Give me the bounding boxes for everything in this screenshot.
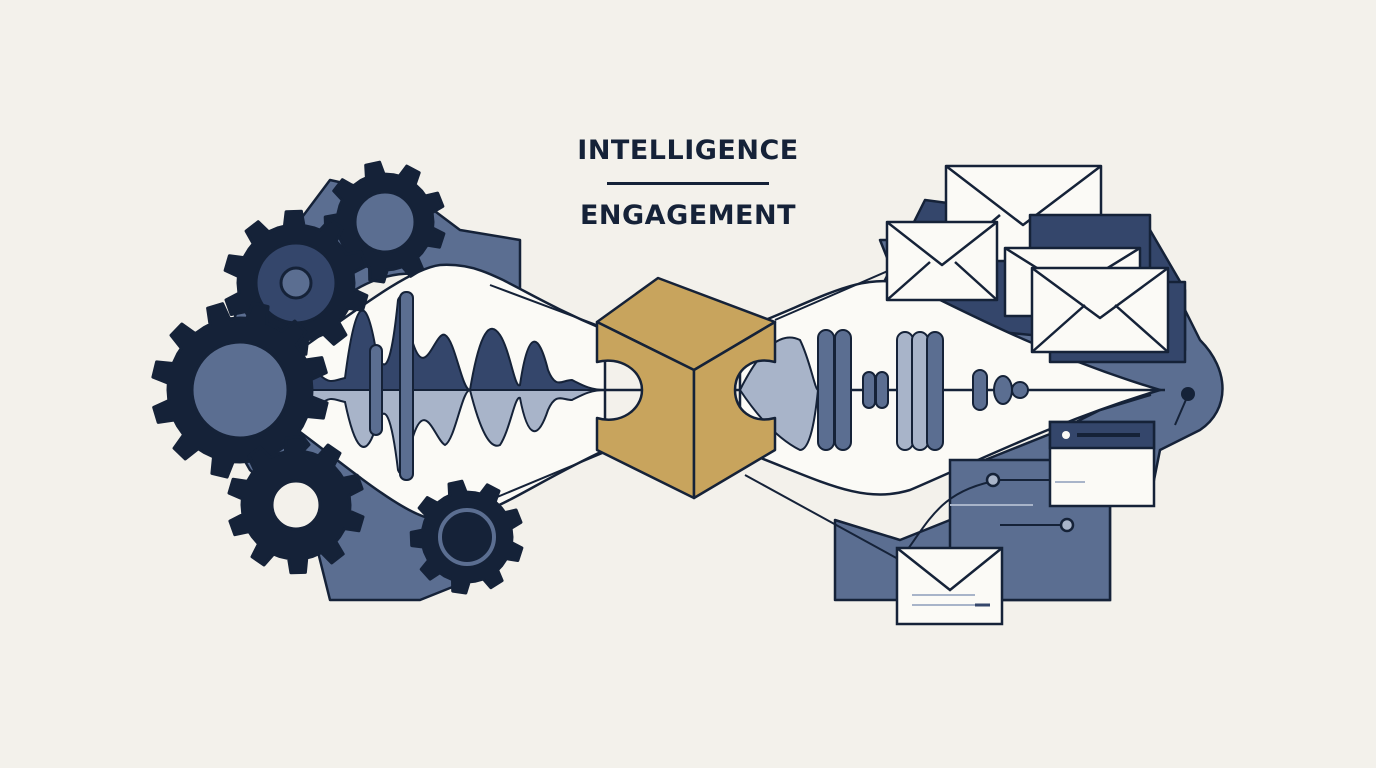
gear-icon (151, 301, 329, 479)
puzzle-cube-icon (595, 276, 777, 500)
left-sound-wave (287, 295, 605, 475)
right-wave-bar-3 (862, 371, 876, 409)
gear-hub-center (279, 266, 313, 300)
right-wave-bar-5 (896, 331, 914, 451)
right-wave-curve (738, 336, 820, 452)
cube-right-face (692, 320, 777, 500)
right-wave-dot-1 (993, 375, 1013, 405)
left-wave-bar (399, 291, 414, 481)
right-wave-bar-7 (926, 331, 944, 451)
left-wave-upper (288, 295, 605, 392)
right-connector-dot (1181, 387, 1195, 401)
gear-icon (409, 479, 524, 595)
envelope-icon (1030, 266, 1187, 364)
right-wave-bar-4 (875, 371, 889, 409)
gear-hub (190, 340, 290, 440)
envelope-stack (885, 164, 1187, 364)
right-sound-wave (738, 329, 1029, 452)
envelope-icon (895, 546, 1004, 626)
message-panel (895, 420, 1156, 626)
right-wave-bar-8 (972, 369, 988, 411)
gear-cluster (151, 160, 524, 595)
gear-hub (353, 190, 417, 254)
right-wave-bar-2 (834, 329, 852, 451)
label-divider (607, 182, 769, 185)
label-intelligence: INTELLIGENCE (577, 135, 799, 166)
gear-hub (270, 479, 322, 531)
left-wave-bar-small (369, 344, 383, 436)
envelope-icon (885, 220, 999, 302)
right-wave-bar-1 (817, 329, 835, 451)
right-wave-dot-2 (1011, 381, 1029, 399)
gear-hub (438, 508, 496, 566)
message-window-dot (1062, 431, 1070, 439)
gear-icon (227, 435, 365, 575)
left-wave-lower (287, 388, 605, 475)
panel-node-1 (985, 472, 1001, 488)
right-wave-bar-6 (911, 331, 929, 451)
label-engagement: ENGAGEMENT (579, 200, 797, 231)
cube-left-face (595, 320, 696, 500)
panel-node-2 (1059, 517, 1075, 533)
connector-lines (489, 269, 901, 561)
